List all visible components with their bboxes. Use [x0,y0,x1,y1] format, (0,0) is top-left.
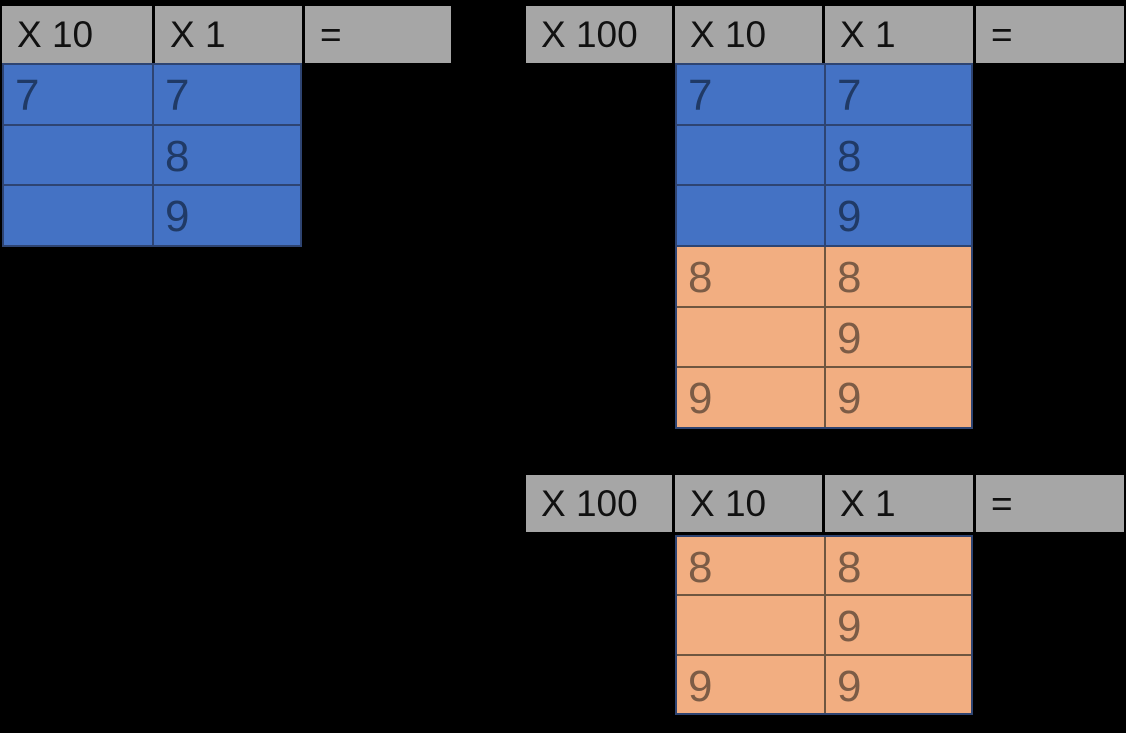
header-cell-x10: X 10 [2,6,152,63]
table-row: 7 7 [677,65,971,124]
header-cell-equals: = [976,475,1124,532]
hundreds-bottom-table-body: 8 8 9 9 9 [675,535,973,715]
hundreds-top-table-body: 7 7 8 9 8 8 9 9 9 [675,63,973,429]
cell-x1: 9 [824,655,971,713]
table-row: 9 [4,184,300,246]
header-cell-x10: X 10 [675,6,822,63]
table-row: 8 8 [677,537,971,595]
cell-x10: 9 [688,374,713,424]
header-cell-x100: X 100 [526,6,672,63]
tens-table-header-row: X 10 X 1 = [2,6,451,63]
cell-x10: 8 [688,253,713,303]
cell-x1: 8 [152,125,300,185]
cell-x1: 9 [824,307,971,367]
cell-x1: 9 [824,368,971,428]
header-cell-x10: X 10 [675,475,822,532]
table-row: 9 [677,305,971,367]
cell-x10: 7 [15,71,40,120]
cell-x10: 9 [688,661,713,711]
cell-x1: 7 [152,65,300,124]
cell-x10 [677,596,824,653]
cell-x10 [4,186,152,245]
cell-x1: 9 [824,596,971,654]
table-row: 8 [4,123,300,185]
cell-x1: 9 [152,186,300,246]
cell-x10 [677,126,824,185]
header-cell-x1: X 1 [825,475,973,532]
table-row: 9 [677,184,971,246]
cell-x10 [4,126,152,185]
cell-x1: 8 [824,247,971,306]
header-cell-equals: = [976,6,1124,63]
header-cell-equals: = [305,6,451,63]
hundreds-bottom-table-header-row: X 100 X 10 X 1 = [526,475,1124,532]
cell-x1: 9 [824,186,971,246]
header-cell-x1: X 1 [825,6,973,63]
table-row: 8 8 [677,245,971,306]
table-row: 8 [677,123,971,185]
table-row: 9 9 [677,653,971,713]
cell-x1: 8 [824,125,971,185]
hundreds-top-table-header-row: X 100 X 10 X 1 = [526,6,1124,63]
cell-x1: 7 [824,65,971,124]
header-cell-x100: X 100 [526,475,672,532]
table-row: 9 9 [677,366,971,428]
table-row: 9 [677,594,971,654]
cell-x1: 8 [824,537,971,595]
cell-x10 [677,186,824,245]
header-cell-x1: X 1 [155,6,302,63]
cell-x10: 8 [688,543,713,592]
cell-x10 [677,308,824,367]
table-row: 7 7 [4,65,300,124]
tens-table-body: 7 7 8 9 [2,63,302,247]
cell-x10: 7 [688,71,713,120]
